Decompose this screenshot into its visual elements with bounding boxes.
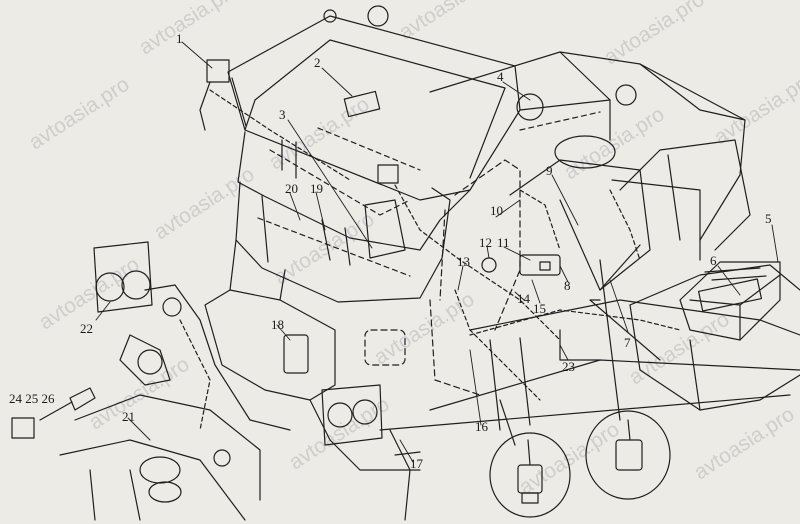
engine-cover xyxy=(429,51,751,251)
top-lamps xyxy=(323,5,637,106)
callout-23: 23 xyxy=(562,359,575,374)
callout-7: 7 xyxy=(624,335,631,350)
cab-roof xyxy=(227,15,521,201)
sensor-detail-right xyxy=(585,259,671,500)
callout-21: 21 xyxy=(122,409,135,424)
callout-24-25-26: 24 25 26 xyxy=(9,391,55,406)
battery-box xyxy=(679,261,781,341)
leader-lines xyxy=(95,41,779,463)
callout-15: 15 xyxy=(533,301,546,316)
callout-6: 6 xyxy=(710,253,717,268)
callout-3: 3 xyxy=(279,107,286,122)
callout-10: 10 xyxy=(490,203,503,218)
callout-17: 17 xyxy=(410,456,423,471)
work-lamp-4 xyxy=(516,93,544,121)
cab-body xyxy=(235,131,471,303)
callout-19: 19 xyxy=(310,181,323,196)
horn xyxy=(139,449,231,503)
right-headlamp xyxy=(321,384,383,446)
callout-1: 1 xyxy=(176,31,183,46)
callout-14: 14 xyxy=(517,291,530,306)
callout-16: 16 xyxy=(475,419,488,434)
callout-20: 20 xyxy=(285,181,298,196)
dome-lamp-2 xyxy=(343,90,381,118)
sensor-12 xyxy=(481,257,497,273)
roof-beacon-1 xyxy=(199,59,230,131)
switch-24-26 xyxy=(11,387,96,439)
relay-panel-11 xyxy=(519,254,561,276)
callout-2: 2 xyxy=(314,55,321,70)
cab-interior-seat xyxy=(321,199,406,266)
door-frame xyxy=(364,159,521,396)
fuel-tank xyxy=(629,264,800,411)
callout-8: 8 xyxy=(564,278,571,293)
callout-22: 22 xyxy=(80,321,93,336)
wiring-harness xyxy=(179,89,681,431)
callout-18: 18 xyxy=(271,317,284,332)
front-hood xyxy=(204,239,421,471)
sensor-detail-left xyxy=(489,399,571,518)
callout-4: 4 xyxy=(497,69,504,84)
chassis-frame xyxy=(379,159,800,431)
left-headlamp xyxy=(93,241,153,313)
callout-5: 5 xyxy=(765,211,772,226)
callout-9: 9 xyxy=(546,163,553,178)
callout-11: 11 xyxy=(497,235,510,250)
loader-frame xyxy=(59,284,421,521)
callout-13: 13 xyxy=(457,254,470,269)
interior-lamp xyxy=(377,164,399,184)
callout-12: 12 xyxy=(479,235,492,250)
